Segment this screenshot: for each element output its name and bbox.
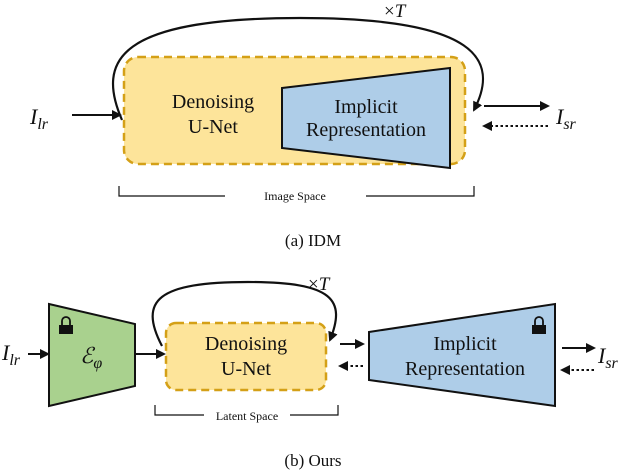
idm-denoise-line1: Denoising <box>172 91 254 113</box>
idm-implicit-line2: Representation <box>306 119 426 141</box>
ours-unet-box <box>164 321 328 392</box>
ours-input-label: Ilr <box>1 340 21 369</box>
ours-space-label: Latent Space <box>216 409 278 423</box>
ours-encoder-label: ℰφ <box>80 343 102 372</box>
idm-implicit-line1: Implicit <box>334 96 398 118</box>
idm-output-label: Isr <box>555 104 577 133</box>
implicit-lock-icon <box>532 316 546 334</box>
ours-output-label: Isr <box>597 343 619 372</box>
ours-denoise-line1: Denoising <box>205 333 287 355</box>
ours-implicit-line1: Implicit <box>433 333 497 355</box>
idm-caption: (a) IDM <box>285 231 341 250</box>
idm-space-label: Image Space <box>264 189 326 203</box>
idm-loop-arrow <box>111 16 485 121</box>
idm-space-bracket <box>118 186 475 197</box>
idm-implicit-block <box>281 66 451 170</box>
ours-loop-arrow <box>151 280 338 347</box>
ours-implicit-block <box>368 302 556 408</box>
ours-panel: ×T Ilr ℰφ Denoising U-Net Implicit <box>1 274 619 470</box>
idm-repeat-label: ×T <box>384 1 407 22</box>
ours-caption: (b) Ours <box>284 451 341 470</box>
idm-input-label: Ilr <box>29 104 49 133</box>
ours-denoise-line2: U-Net <box>221 358 271 380</box>
idm-denoise-line2: U-Net <box>188 116 238 138</box>
ours-implicit-line2: Representation <box>405 358 525 380</box>
ours-repeat-label: ×T <box>308 274 331 295</box>
ours-space-bracket <box>154 405 339 416</box>
idm-panel: ×T Denoising U-Net Implicit Representati… <box>29 1 577 250</box>
encoder-lock-icon <box>59 316 73 334</box>
